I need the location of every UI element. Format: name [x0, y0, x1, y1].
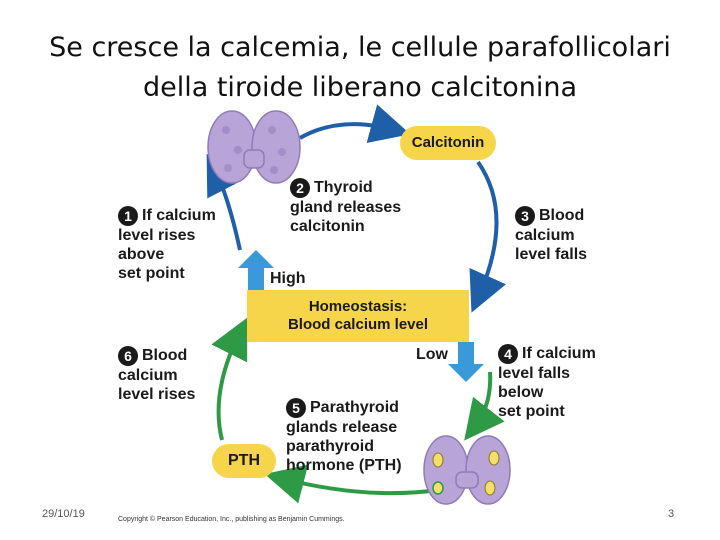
step-line: set point	[498, 403, 565, 420]
thyroid-gland-icon	[207, 110, 301, 184]
step-number: 4	[498, 344, 518, 364]
step-line: level rises	[118, 227, 196, 244]
title-line-2: della tiroide liberano calcitonina	[142, 72, 578, 103]
arrow-calcitonin-to-calcium-falls	[469, 160, 507, 313]
low-arrow-icon	[448, 342, 484, 382]
step-number: 6	[118, 346, 138, 366]
high-arrow-icon	[238, 250, 274, 290]
step-line: Parathyroid	[310, 399, 399, 416]
homeostasis-title: Homeostasis:	[308, 298, 408, 315]
step-number: 5	[286, 398, 306, 418]
step-line: set point	[118, 265, 185, 282]
step-line: Blood	[142, 347, 188, 364]
pth-label: PTH	[212, 444, 276, 478]
step-line: calcitonin	[290, 218, 365, 235]
step-line: calcium	[118, 367, 178, 384]
low-label: Low	[416, 346, 448, 363]
step-line: glands release	[286, 419, 398, 436]
calcitonin-label: Calcitonin	[400, 126, 496, 160]
step-line: Thyroid	[314, 179, 373, 196]
arrow-parathyroid-to-pth	[264, 464, 439, 504]
arrow-thyroid-to-calcitonin	[299, 104, 411, 143]
step-line: parathyroid	[286, 438, 375, 455]
step-line: level falls	[515, 246, 588, 263]
title-line-1: Se cresce la calcemia, le cellule parafo…	[49, 32, 671, 63]
homeostasis-subtitle: Blood calcium level	[287, 316, 429, 333]
step-line: level falls	[498, 365, 571, 382]
parathyroid-gland-icon	[423, 435, 511, 505]
step-line: calcium	[515, 227, 575, 244]
arrow-falls-to-parathyroid	[464, 371, 505, 441]
step-number: 3	[515, 206, 535, 226]
step-number: 1	[118, 206, 138, 226]
step-line: below	[498, 384, 544, 401]
page-number: 3	[668, 508, 675, 520]
step-line: gland releases	[290, 199, 402, 216]
slide-title: Se cresce la calcemia, le cellule parafo…	[0, 28, 720, 108]
footer-date: 29/10/19	[42, 508, 85, 520]
step-line: If calcium	[522, 345, 596, 362]
step-number: 2	[290, 178, 310, 198]
copyright-notice: Copyright © Pearson Education, Inc., pub…	[118, 516, 345, 523]
step-line: If calcium	[142, 207, 216, 224]
high-label: High	[270, 270, 306, 287]
homeostasis-box: Homeostasis: Blood calcium level	[247, 290, 469, 342]
step-line: hormone (PTH)	[286, 457, 402, 474]
arrow-pth-to-calcium-rises	[211, 317, 248, 441]
step-line: above	[118, 246, 165, 263]
step-line: level rises	[118, 386, 196, 403]
step-line: Blood	[539, 207, 585, 224]
